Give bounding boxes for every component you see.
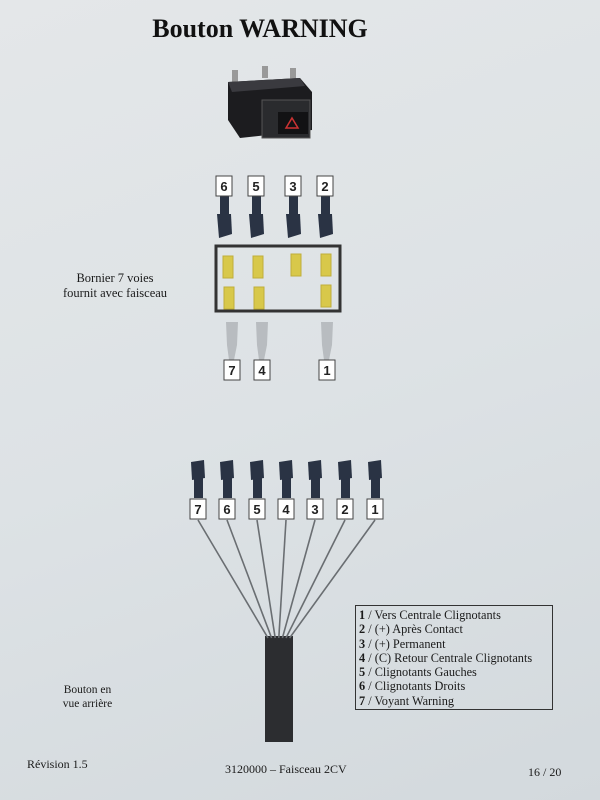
legend-text: / (C) Retour Centrale Clignotants <box>365 650 533 665</box>
connector-pin-pad <box>253 286 265 310</box>
terminal-label: 4 <box>282 502 290 517</box>
terminal-male: 4 <box>253 322 271 381</box>
page-title: Bouton WARNING <box>152 14 368 43</box>
connector-caption: Bornier 7 voies fournit avec faisceau <box>40 271 190 301</box>
legend-item: 1 / Vers Centrale Clignotants <box>359 608 552 622</box>
connector-pin-pad <box>320 284 332 308</box>
terminal-female: 5 <box>247 175 265 238</box>
terminal-label-box <box>248 498 266 520</box>
terminal-female: 3 <box>284 175 302 238</box>
terminal-label-box <box>284 175 302 197</box>
terminal-female: 6 <box>215 175 233 238</box>
terminal-label-box <box>366 498 384 520</box>
legend-item: 6 / Clignotants Droits <box>359 679 552 693</box>
legend-pin: 3 <box>359 636 366 651</box>
terminal-label: 5 <box>253 502 260 517</box>
terminal-label-box <box>253 359 271 381</box>
legend-pin: 7 <box>359 693 366 708</box>
terminal-label: 5 <box>252 179 259 194</box>
legend-pin: 5 <box>359 665 366 680</box>
terminal-label: 6 <box>220 179 227 194</box>
legend-text: / Clignotants Droits <box>365 679 466 694</box>
terminal-label: 7 <box>228 363 235 378</box>
document-reference: 3120000 – Faisceau 2CV <box>225 762 347 776</box>
terminal-label: 6 <box>223 502 230 517</box>
terminal-label-box <box>277 498 295 520</box>
terminal-label: 4 <box>258 363 266 378</box>
terminal-label: 2 <box>341 502 348 517</box>
legend-item: 4 / (C) Retour Centrale Clignotants <box>359 651 552 665</box>
terminal-label-box <box>223 359 241 381</box>
terminal-label-box <box>336 498 354 520</box>
terminal-label-box <box>215 175 233 197</box>
legend-pin: 2 <box>359 622 366 637</box>
legend-pin: 4 <box>359 650 366 665</box>
harness-wire: 4 <box>277 460 295 639</box>
terminal-male: 7 <box>223 322 241 381</box>
terminal-label: 3 <box>289 179 296 194</box>
terminal-label-box <box>306 498 324 520</box>
revision: Révision 1.5 <box>27 757 88 771</box>
legend-text: / Vers Centrale Clignotants <box>365 608 501 622</box>
terminal-female: 2 <box>316 175 334 238</box>
connector-caption-line: fournit avec faisceau <box>62 286 168 300</box>
connector-pin-pad <box>252 255 264 279</box>
connector-caption-line: Bornier 7 voies <box>76 271 154 285</box>
terminal-label-box <box>318 359 336 381</box>
terminal-label-box <box>316 175 334 197</box>
terminal-label: 7 <box>194 502 201 517</box>
legend-text: / Clignotants Gauches <box>365 665 477 680</box>
harness-wire: 7 <box>189 460 269 639</box>
terminal-label-box <box>247 175 265 197</box>
connector-pin-pad <box>222 255 234 279</box>
legend-item: 5 / Clignotants Gauches <box>359 665 552 679</box>
harness-wire: 1 <box>288 460 384 639</box>
legend-item: 7 / Voyant Warning <box>359 694 552 708</box>
legend-item: 2 / (+) Après Contact <box>359 622 552 636</box>
warning-switch-image <box>228 66 312 139</box>
rear-caption-line: vue arrière <box>62 698 113 710</box>
harness-wire: 6 <box>218 460 273 639</box>
connector-pin-pad <box>223 286 235 310</box>
harness-wire: 5 <box>248 460 276 639</box>
connector-7-way <box>214 244 342 313</box>
harness-wire: 3 <box>281 460 324 639</box>
terminal-label: 3 <box>311 502 318 517</box>
legend-pin: 6 <box>359 679 366 694</box>
page-number: 16 / 20 <box>528 765 562 779</box>
terminal-male: 1 <box>318 322 336 381</box>
harness-wire: 2 <box>285 460 354 639</box>
legend-pin: 1 <box>359 608 366 622</box>
cable-sheath <box>265 636 293 742</box>
rear-caption-line: Bouton en <box>63 684 112 696</box>
connector-pin-pad <box>290 253 302 277</box>
legend-text: / (+) Après Contact <box>365 622 463 637</box>
legend-text: / Voyant Warning <box>365 693 455 708</box>
terminal-label-box <box>189 498 207 520</box>
terminal-label: 2 <box>321 179 328 194</box>
terminal-label-box <box>218 498 236 520</box>
connector-pin-pad <box>320 253 332 277</box>
terminal-label: 1 <box>371 502 378 517</box>
rear-view-caption: Bouton en vue arrière <box>40 683 135 711</box>
terminal-label: 1 <box>323 363 330 378</box>
legend-item: 3 / (+) Permanent <box>359 637 552 651</box>
legend-text: / (+) Permanent <box>365 636 446 651</box>
